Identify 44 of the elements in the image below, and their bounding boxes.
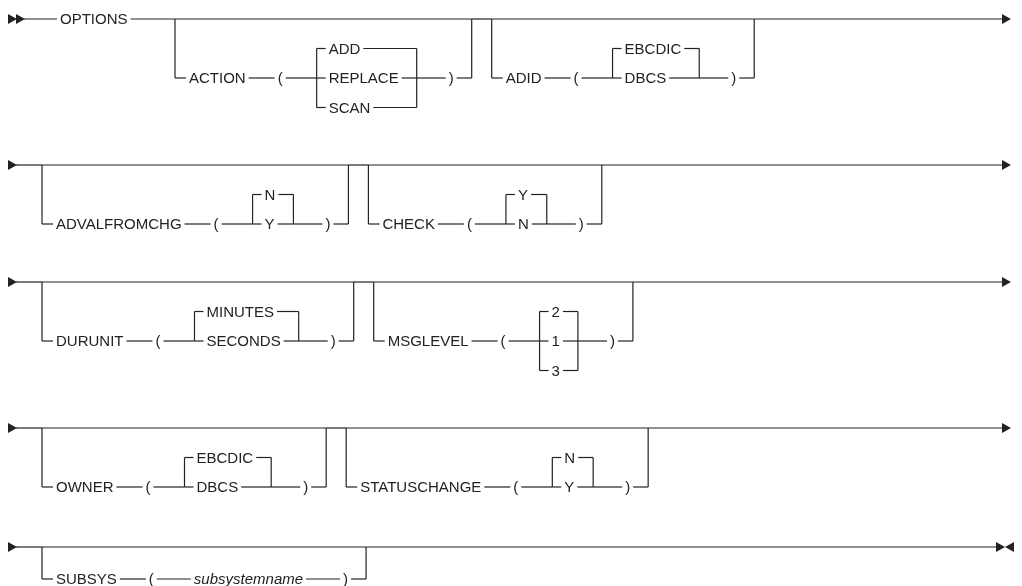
syntax-keyword: ADID — [505, 69, 542, 87]
option-value: Y — [564, 478, 575, 496]
syntax-keyword: SUBSYS — [56, 570, 117, 586]
option-value: DBCS — [624, 69, 667, 87]
syntax-keyword: MSGLEVEL — [387, 332, 469, 350]
parenthesis: ( — [145, 478, 151, 496]
parenthesis: ) — [609, 332, 615, 350]
option-value: SCAN — [328, 98, 371, 117]
option-value: 2 — [551, 302, 560, 321]
option-value: ADD — [328, 39, 361, 58]
option-value: N — [564, 448, 576, 467]
option-value: EBCDIC — [624, 39, 682, 58]
parenthesis: ( — [213, 215, 219, 233]
option-value: Y — [264, 215, 275, 233]
option-value: N — [517, 215, 529, 233]
parenthesis: ) — [325, 215, 331, 233]
syntax-keyword: CHECK — [382, 215, 435, 233]
parenthesis: ) — [625, 478, 631, 496]
option-value: SECONDS — [206, 332, 281, 350]
option-value: 1 — [551, 332, 560, 350]
parenthesis: ) — [578, 215, 584, 233]
syntax-keyword: OWNER — [56, 478, 114, 496]
parenthesis: ( — [277, 69, 283, 87]
syntax-keyword: ACTION — [189, 69, 246, 87]
parenthesis: ( — [500, 332, 506, 350]
option-value: MINUTES — [206, 302, 274, 321]
syntax-keyword: ADVALFROMCHG — [56, 215, 182, 233]
parenthesis: ( — [155, 332, 161, 350]
syntax-keyword: STATUSCHANGE — [360, 478, 482, 496]
parenthesis: ( — [573, 69, 579, 87]
syntax-keyword: OPTIONS — [60, 10, 128, 28]
parenthesis: ( — [513, 478, 519, 496]
parenthesis: ) — [303, 478, 309, 496]
option-value: EBCDIC — [196, 448, 254, 467]
option-value: DBCS — [196, 478, 239, 496]
syntax-keyword: DURUNIT — [56, 332, 124, 350]
option-value: 3 — [551, 361, 560, 380]
parenthesis: ) — [731, 69, 737, 87]
parenthesis: ) — [448, 69, 454, 87]
option-value: N — [264, 185, 276, 204]
parenthesis: ( — [466, 215, 472, 233]
option-value: Y — [517, 185, 528, 204]
option-value: REPLACE — [328, 69, 399, 87]
parenthesis: ) — [330, 332, 336, 350]
